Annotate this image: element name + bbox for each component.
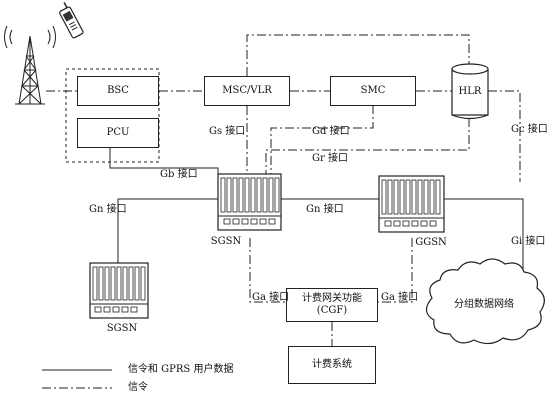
sgsn-main-rack-icon (217, 173, 282, 231)
gc-interface-label: Gc 接口 (511, 124, 548, 135)
gs-interface-label: Gs 接口 (209, 126, 246, 137)
gr-interface-label: Gr 接口 (312, 153, 348, 164)
sgsn-second-rack-icon (89, 262, 149, 319)
ggsn-label: GGSN (415, 237, 447, 248)
gd-interface-label: Gd 接口 (312, 126, 350, 137)
smc-node: SMC (330, 76, 416, 106)
sgsn-main-label: SGSN (210, 236, 242, 247)
legend-dashed-label: 信令 (128, 382, 148, 393)
billing-system-node: 计费系统 (288, 346, 376, 384)
legend-solid-label: 信令和 GPRS 用户数据 (128, 364, 234, 375)
gn-left-interface-label: Gn 接口 (89, 204, 127, 215)
ga-left-interface-label: Ga 接口 (252, 292, 290, 303)
gi-interface-label: Gi 接口 (511, 236, 546, 247)
pcu-node: PCU (77, 118, 159, 148)
msc-vlr-node: MSC/VLR (204, 76, 290, 106)
bsc-pcu-group (65, 68, 160, 163)
bsc-node: BSC (77, 76, 159, 106)
gb-interface-label: Gb 接口 (160, 169, 198, 180)
hlr-database-icon (451, 63, 489, 120)
sgsn-second-label: SGSN (106, 323, 138, 334)
packet-data-network-cloud-icon (425, 258, 545, 345)
pdn-label: 分组数据网络 (454, 299, 514, 310)
ggsn-rack-icon (378, 175, 445, 233)
hlr-label: HLR (458, 86, 482, 97)
ga-right-interface-label: Ga 接口 (381, 292, 419, 303)
mobile-phone-icon (59, 2, 84, 39)
cgf-label-line1: 计费网关功能 (302, 293, 362, 304)
cgf-label-line2: (CGF) (316, 305, 348, 316)
gn-mid-interface-label: Gn 接口 (306, 204, 344, 215)
cgf-node: 计费网关功能 (CGF) (286, 288, 378, 322)
antenna-tower-icon (4, 25, 56, 105)
